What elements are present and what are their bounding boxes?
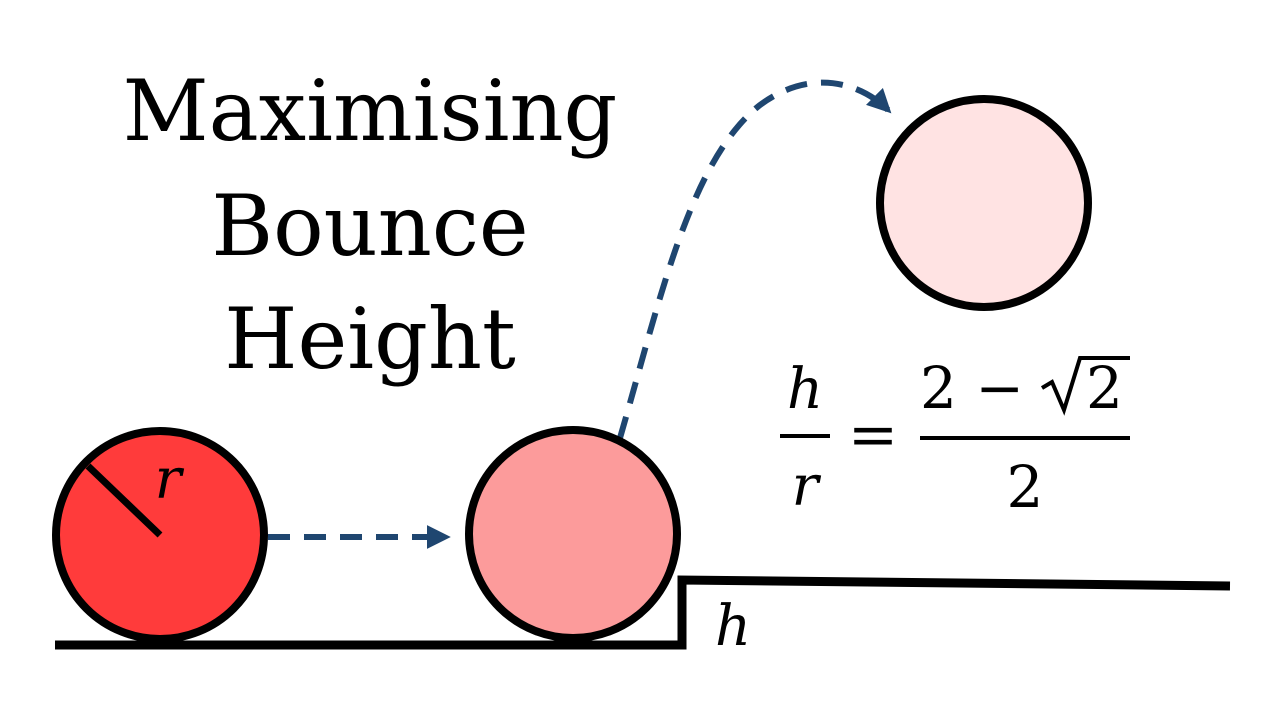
formula-rhs-numerator-left: 2 − — [920, 354, 1024, 422]
title-line-3: Height — [224, 290, 516, 388]
formula-rhs-denominator: 2 — [1007, 453, 1044, 521]
bounce-arrow — [617, 79, 892, 439]
title-line-2: Bounce — [211, 177, 528, 275]
radius-label: r — [155, 447, 185, 512]
step-height-label: h — [715, 594, 751, 659]
formula-rhs-sqrt-argument: 2 — [1086, 354, 1123, 422]
ground-with-step — [55, 575, 1231, 650]
radius-line — [85, 463, 163, 538]
formula-lhs-numerator: h — [787, 357, 823, 422]
ball-peak — [876, 95, 1092, 311]
formula-lhs-denominator: r — [792, 454, 822, 519]
title-line-1: Maximising — [123, 62, 618, 160]
formula: h r = 2 − 2 2 — [780, 354, 1130, 521]
sqrt-symbol — [1040, 356, 1130, 416]
ball-at-step — [465, 426, 681, 642]
formula-equals: = — [848, 400, 898, 470]
